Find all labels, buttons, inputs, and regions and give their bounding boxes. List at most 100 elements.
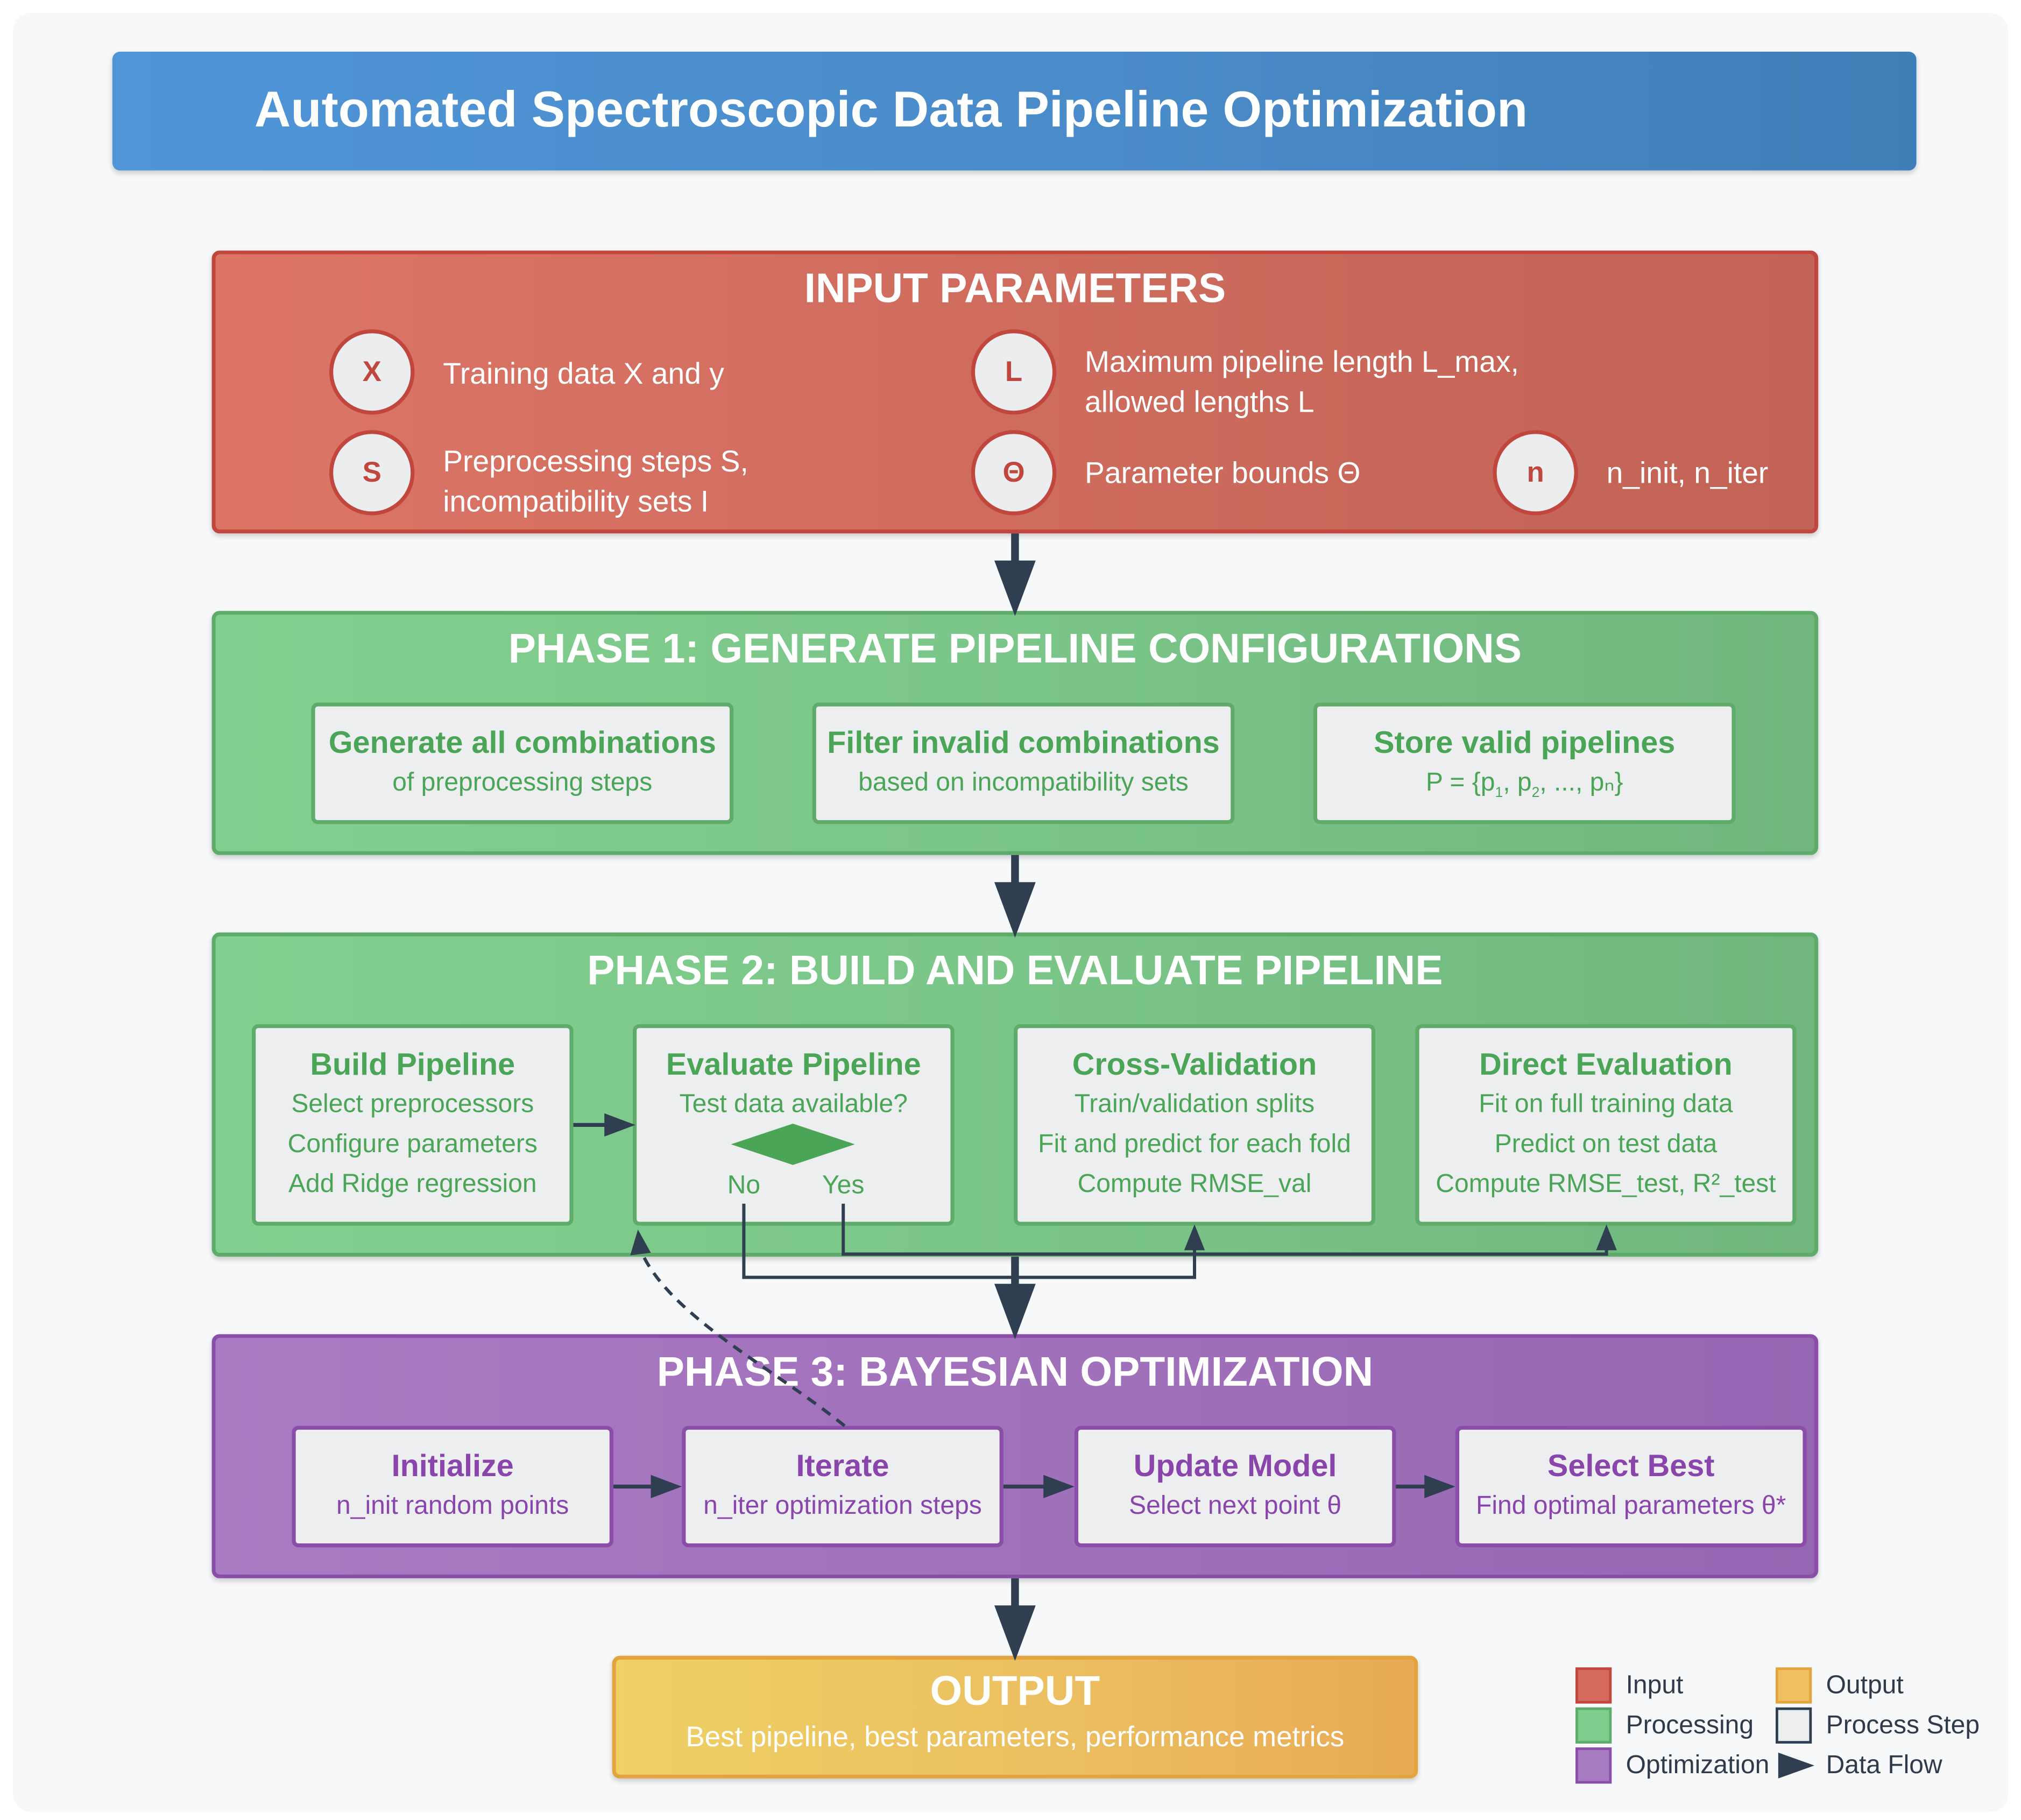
step-generate-combinations: Generate all combinations of preprocessi… — [311, 702, 734, 824]
step-cross-validation: Cross-Validation Train/validation splits… — [1014, 1024, 1375, 1226]
legend-output-label: Output — [1826, 1671, 1904, 1700]
connector-yes-to-direct-evaluation — [842, 1203, 1608, 1256]
formula-subscript-1: 1 — [1495, 785, 1503, 801]
legend-output-swatch — [1776, 1667, 1812, 1704]
step-heading: Store valid pipelines — [1374, 725, 1676, 761]
step-line: Compute RMSE_test, R²_test — [1436, 1170, 1776, 1199]
decision-yes-label: Yes — [822, 1171, 864, 1200]
step-heading: Cross-Validation — [1072, 1047, 1317, 1083]
arrowhead-feedback — [630, 1229, 651, 1255]
decision-no-label: No — [727, 1171, 760, 1200]
arrowhead-update-to-select — [1424, 1475, 1455, 1498]
step-line: Configure parameters — [287, 1130, 538, 1159]
phase1-title: PHASE 1: GENERATE PIPELINE CONFIGURATION… — [508, 625, 1522, 672]
main-flow-arrows — [994, 533, 1036, 1661]
step-line: of preprocessing steps — [392, 768, 653, 797]
step-line: Add Ridge regression — [288, 1170, 537, 1199]
param-pipeline-length-line1: Maximum pipeline length L_max, — [1085, 344, 1519, 379]
legend-optimization-label: Optimization — [1626, 1751, 1770, 1780]
step-heading: Initialize — [391, 1449, 514, 1484]
step-line: n_init random points — [336, 1492, 569, 1520]
phase3-title: PHASE 3: BAYESIAN OPTIMIZATION — [656, 1348, 1374, 1395]
step-line: Select preprocessors — [291, 1090, 534, 1119]
param-theta-icon: Θ — [971, 430, 1057, 516]
step-heading: Update Model — [1133, 1449, 1337, 1484]
param-training-data: Training data X and y — [443, 354, 724, 394]
param-bounds-line1: Parameter bounds Θ — [1085, 456, 1361, 490]
step-line: Select next point θ — [1129, 1492, 1342, 1520]
legend-input-label: Input — [1626, 1671, 1684, 1700]
param-preprocessing-steps: Preprocessing steps S, incompatibility s… — [443, 442, 748, 522]
param-preprocessing-steps-line2: incompatibility sets I — [443, 484, 709, 518]
step-heading: Evaluate Pipeline — [666, 1047, 921, 1083]
decision-question: Test data available? — [679, 1090, 908, 1119]
param-x-icon: X — [329, 329, 415, 415]
step-line: n_iter optimization steps — [703, 1492, 982, 1520]
step-update-model: Update Model Select next point θ — [1074, 1426, 1396, 1548]
flow-arrowhead-to-phase1 — [994, 560, 1036, 616]
param-n-icon: n — [1493, 430, 1578, 516]
step-line: Fit and predict for each fold — [1038, 1130, 1351, 1159]
step-direct-evaluation: Direct Evaluation Fit on full training d… — [1415, 1024, 1797, 1226]
step-line: Predict on test data — [1494, 1130, 1718, 1159]
output-title: OUTPUT — [930, 1667, 1100, 1714]
step-initialize: Initialize n_init random points — [292, 1426, 613, 1548]
arrowhead-build-to-evaluate — [604, 1113, 635, 1137]
param-iterations-line1: n_init, n_iter — [1606, 456, 1769, 490]
legend-data-flow-arrow-icon — [1778, 1752, 1815, 1779]
decision-diamond-icon — [731, 1124, 855, 1165]
flow-stem-phase2 — [1011, 1257, 1019, 1290]
step-heading: Generate all combinations — [328, 725, 716, 761]
step-heading: Iterate — [796, 1449, 889, 1484]
flow-stem-input — [1011, 533, 1019, 567]
legend-processing-swatch — [1575, 1707, 1612, 1744]
arrowhead-initialize-to-iterate — [651, 1475, 682, 1498]
param-s-icon: S — [329, 430, 415, 516]
arrowhead-iterate-to-update — [1043, 1475, 1075, 1498]
param-l-icon: L — [971, 329, 1057, 415]
legend-process-step-swatch — [1776, 1707, 1812, 1744]
step-select-best: Select Best Find optimal parameters θ* — [1455, 1426, 1807, 1548]
diagram-title: Automated Spectroscopic Data Pipeline Op… — [254, 82, 1528, 138]
legend-data-flow-label: Data Flow — [1826, 1751, 1942, 1780]
input-title: INPUT PARAMETERS — [804, 265, 1226, 312]
param-bounds: Parameter bounds Θ — [1085, 453, 1360, 493]
step-filter-combinations: Filter invalid combinations based on inc… — [812, 702, 1235, 824]
step-heading: Direct Evaluation — [1479, 1047, 1733, 1083]
formula-prefix: P = {p — [1425, 768, 1495, 797]
legend-optimization-swatch — [1575, 1747, 1612, 1784]
step-iterate: Iterate n_iter optimization steps — [682, 1426, 1004, 1548]
flow-stem-phase1 — [1011, 855, 1019, 889]
formula-mid: , p — [1503, 768, 1532, 797]
step-line: Compute RMSE_val — [1077, 1170, 1312, 1199]
step-line: Fit on full training data — [1479, 1090, 1733, 1119]
param-training-data-line1: Training data X and y — [443, 356, 724, 390]
step-build-pipeline: Build Pipeline Select preprocessors Conf… — [252, 1024, 574, 1226]
param-preprocessing-steps-line1: Preprocessing steps S, — [443, 444, 748, 478]
step-heading: Build Pipeline — [310, 1047, 515, 1083]
legend-process-step-label: Process Step — [1826, 1711, 1980, 1740]
arrowhead-to-direct-evaluation — [1596, 1224, 1617, 1251]
param-pipeline-length-line2: allowed lengths L — [1085, 385, 1315, 419]
param-pipeline-length: Maximum pipeline length L_max, allowed l… — [1085, 342, 1519, 422]
flow-stem-phase3 — [1011, 1578, 1019, 1612]
flow-arrowhead-to-phase2 — [994, 882, 1036, 938]
step-line: based on incompatibility sets — [858, 768, 1189, 797]
arrowhead-to-cross-validation — [1184, 1224, 1205, 1251]
step-store-pipelines: Store valid pipelines P = {p1, p2, ..., … — [1313, 702, 1736, 824]
phase2-title: PHASE 2: BUILD AND EVALUATE PIPELINE — [587, 947, 1443, 993]
step-line: Train/validation splits — [1074, 1090, 1315, 1119]
legend-input-swatch — [1575, 1667, 1612, 1704]
param-iterations: n_init, n_iter — [1607, 453, 1769, 493]
title-banner: Automated Spectroscopic Data Pipeline Op… — [112, 52, 1917, 171]
step-line: Find optimal parameters θ* — [1476, 1492, 1786, 1520]
feedback-loop-iterate-to-evaluate — [640, 1252, 846, 1427]
step-heading: Select Best — [1547, 1449, 1715, 1484]
output-box: OUTPUT Best pipeline, best parameters, p… — [612, 1655, 1418, 1779]
flow-arrowhead-to-phase3 — [994, 1283, 1036, 1339]
legend-processing-label: Processing — [1626, 1711, 1754, 1740]
flow-arrowhead-to-output — [994, 1605, 1036, 1661]
step-heading: Filter invalid combinations — [827, 725, 1220, 761]
